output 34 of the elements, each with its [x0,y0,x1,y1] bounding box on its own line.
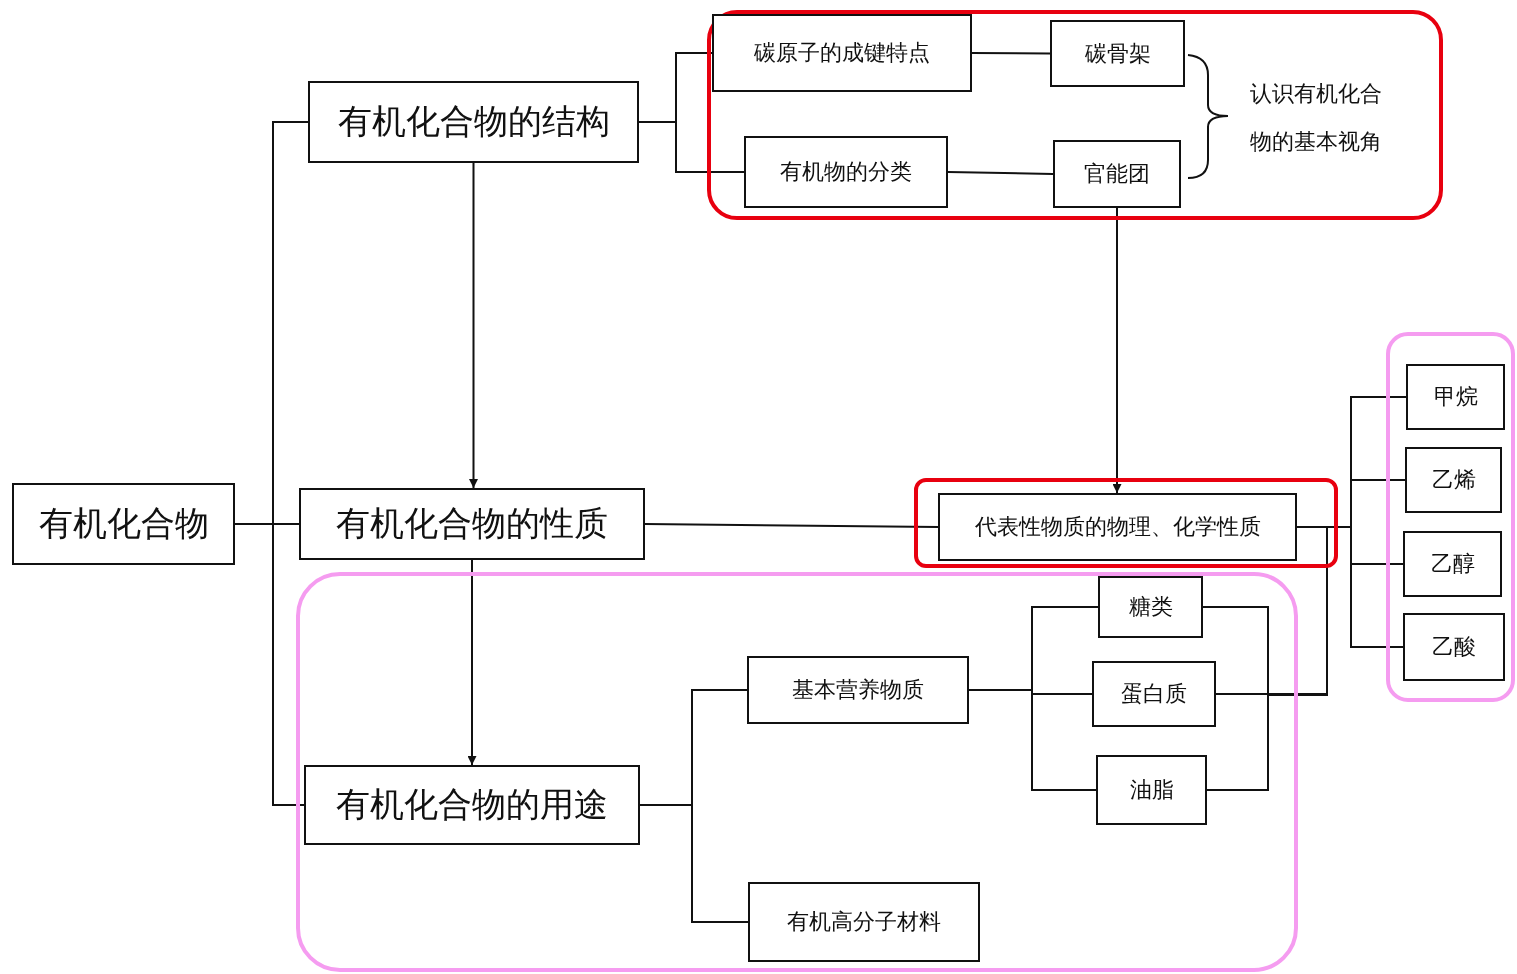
connector-line [644,523,939,528]
concept-box: 官能团 [1053,140,1181,208]
concept-box: 蛋白质 [1092,661,1216,727]
concept-box: 乙烯 [1405,447,1502,513]
summary-text: 认识有机化合物的基本视角 [1250,80,1383,157]
highlight-frame [707,10,1443,220]
concept-box: 有机化合物的结构 [308,81,639,163]
concept-box: 基本营养物质 [747,656,969,724]
connector-line [234,523,305,806]
arrow [467,559,477,766]
connector-line [971,52,1051,55]
concept-box: 有机物的分类 [744,136,948,208]
concept-box: 油脂 [1096,755,1207,825]
concept-box: 有机高分子材料 [748,882,980,962]
highlight-frame [914,478,1338,568]
concept-box: 有机化合物的用途 [304,765,640,845]
concept-box: 有机化合物 [12,483,235,565]
concept-box: 代表性物质的物理、化学性质 [938,493,1297,561]
concept-box: 碳骨架 [1050,20,1185,87]
connector-line [1206,526,1328,791]
concept-box: 有机化合物的性质 [299,488,645,560]
concept-box: 碳原子的成键特点 [712,14,972,92]
connector-line [947,171,1054,175]
arrow [469,162,478,489]
concept-box: 糖类 [1098,576,1203,638]
arrow [1112,207,1122,494]
concept-box: 乙醇 [1403,531,1502,597]
concept-box: 甲烷 [1406,364,1505,430]
highlight-frame [1386,332,1515,702]
connector-line [638,121,745,173]
connector-line [639,804,749,923]
highlight-frame [296,572,1298,972]
connector-line [968,689,1097,791]
concept-box: 乙酸 [1403,613,1505,681]
